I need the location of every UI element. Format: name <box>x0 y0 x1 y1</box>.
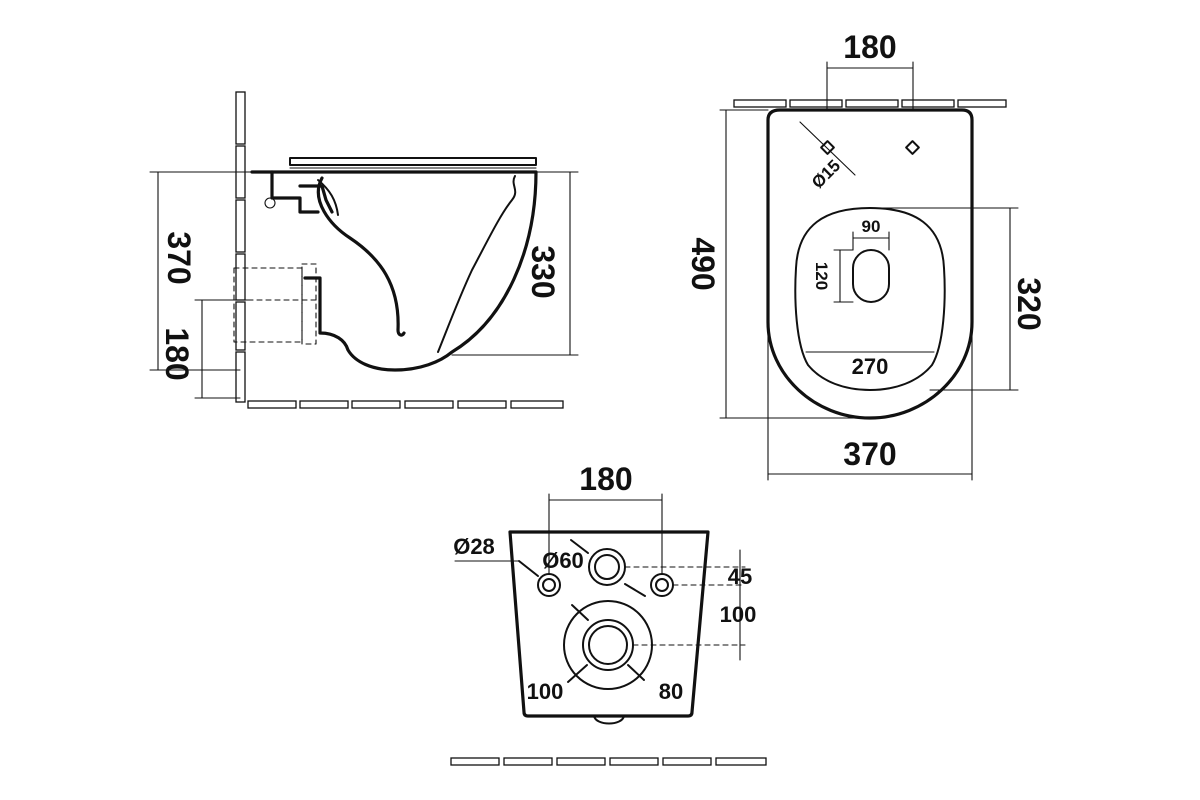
dim-bolt-spacing-top: 180 <box>843 29 896 65</box>
dim-opening-length: 320 <box>1011 277 1047 330</box>
side-view-wall <box>235 91 246 403</box>
dim-bolt-hole-diameter: Ø15 <box>808 156 844 192</box>
dim-outlet-right: 80 <box>659 679 683 704</box>
dim-inlet-offset: 45 <box>728 564 752 589</box>
side-view-floor <box>247 400 564 409</box>
side-view: 370 330 180 <box>149 91 579 409</box>
dim-outlet-length: 120 <box>812 262 831 290</box>
dim-inlet-diameter: Ø60 <box>542 548 584 573</box>
dim-overall-length: 490 <box>685 237 721 290</box>
back-view-body <box>508 530 710 718</box>
dim-outlet-left: 100 <box>527 679 564 704</box>
top-view-opening <box>794 207 946 391</box>
bolt-hole-back-left-icon <box>537 573 561 597</box>
dim-bowl-height: 330 <box>525 245 561 298</box>
dim-overall-width: 370 <box>843 436 896 472</box>
dim-outlet-offset: 100 <box>720 602 757 627</box>
bolt-hole-back-right-icon <box>650 573 674 597</box>
back-view: 180 45 100 Ø28 Ø60 100 80 <box>450 461 767 766</box>
dim-overall-height: 370 <box>161 231 197 284</box>
back-view-floor <box>450 757 767 766</box>
top-view-wall <box>733 99 1007 108</box>
bowl-outline <box>250 170 538 372</box>
dim-opening-width: 270 <box>852 354 889 379</box>
dim-outlet-width: 90 <box>862 217 881 236</box>
top-view: 180 Ø15 90 120 490 320 270 370 <box>685 29 1047 481</box>
top-view-outlet <box>852 249 890 303</box>
dim-outlet-height: 180 <box>159 327 195 380</box>
seat-lid <box>289 157 537 166</box>
dim-bolt-hole-diameter-back: Ø28 <box>453 534 495 559</box>
dim-bolt-spacing-back: 180 <box>579 461 632 497</box>
bolt-hole-left-icon <box>820 140 835 155</box>
bolt-hole-right-icon <box>905 140 920 155</box>
